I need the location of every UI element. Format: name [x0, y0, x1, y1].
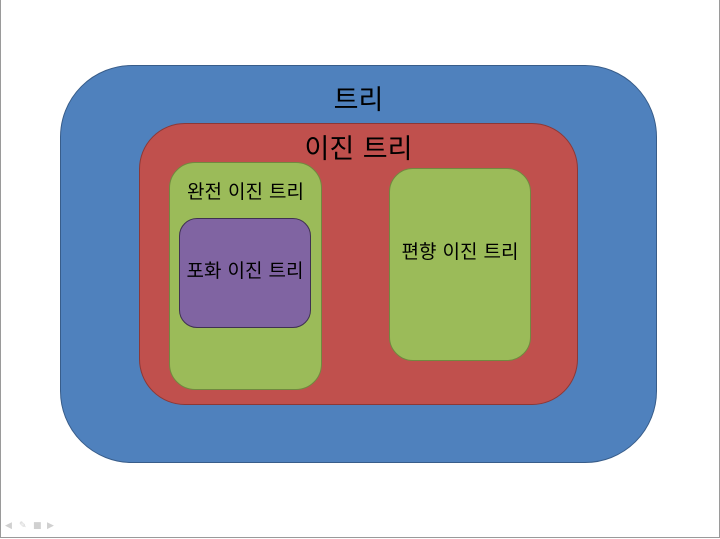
- pen-icon[interactable]: ✎: [19, 521, 27, 531]
- full-binary-tree-set: 포화 이진 트리: [179, 218, 311, 328]
- next-arrow-icon[interactable]: ▶: [47, 521, 54, 531]
- prev-arrow-icon[interactable]: ◀: [5, 521, 12, 531]
- full-binary-tree-label: 포화 이진 트리: [186, 260, 304, 282]
- slide-navigation: ◀ ✎ ■ ▶: [5, 522, 56, 531]
- skewed-binary-tree-set: 편향 이진 트리: [389, 168, 531, 361]
- complete-binary-tree-label: 완전 이진 트리: [187, 181, 304, 203]
- skewed-binary-tree-label: 편향 이진 트리: [401, 241, 519, 263]
- binary-tree-label: 이진 트리: [304, 134, 413, 165]
- slide-menu-icon[interactable]: ■: [33, 521, 42, 531]
- tree-label: 트리: [333, 85, 384, 116]
